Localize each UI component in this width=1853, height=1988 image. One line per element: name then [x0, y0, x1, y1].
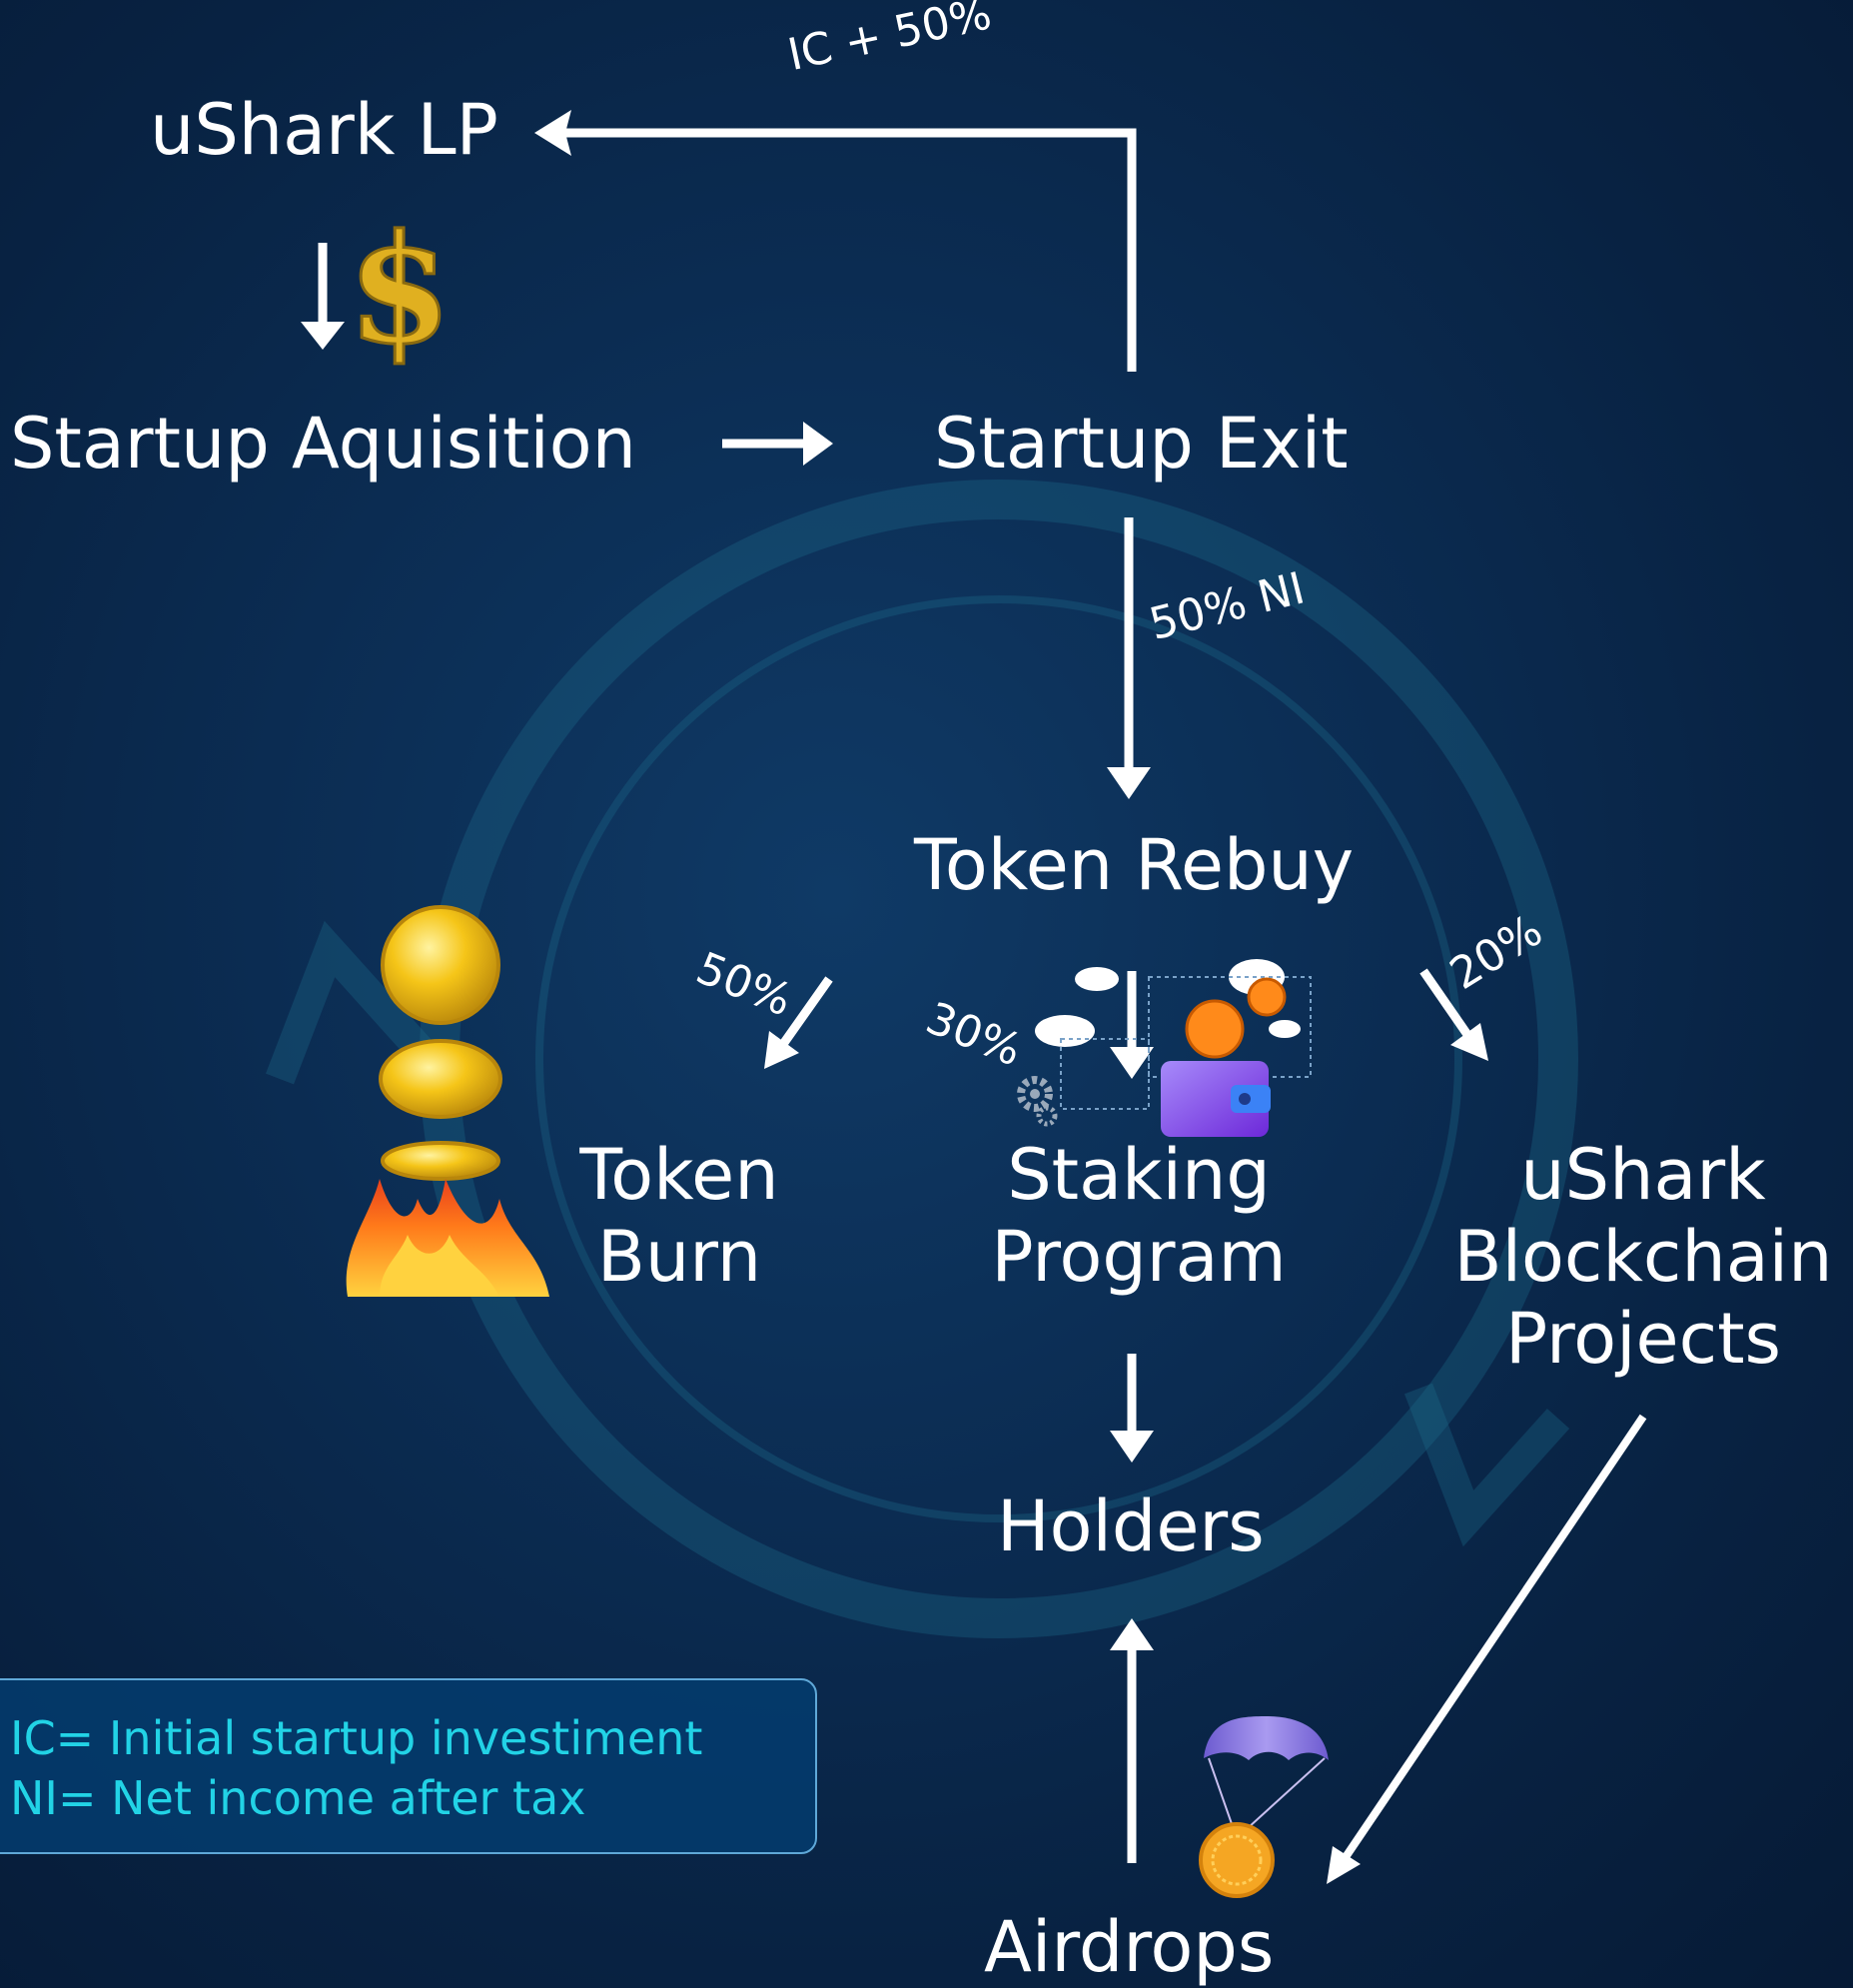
blockchain-line-2: Blockchain [1453, 1216, 1833, 1298]
node-staking-program: Staking Program [974, 1134, 1304, 1298]
gear-icon [1017, 1076, 1058, 1127]
flame-icon [346, 1179, 549, 1297]
node-ushark-blockchain-projects: uShark Blockchain Projects [1438, 1134, 1848, 1380]
svg-text:$: $ [348, 202, 452, 378]
node-startup-acquisition: Startup Aquisition [10, 403, 636, 485]
coins-stack-icon [379, 905, 502, 1181]
staking-program-line-1: Staking [1007, 1134, 1271, 1216]
legend-ic: IC= Initial startup investiment [10, 1711, 703, 1765]
arrow-airdrops-to-holders [1110, 1618, 1154, 1863]
arrow-exit-to-rebuy [1107, 517, 1151, 799]
staking-program-line-2: Program [991, 1216, 1287, 1298]
parachute-coin-icon [1199, 1716, 1329, 1898]
blockchain-line-3: Projects [1505, 1298, 1781, 1380]
arrow-exit-to-lp [559, 128, 1137, 372]
node-airdrops: Airdrops [984, 1906, 1275, 1988]
arrow-lp-to-acquisition [301, 243, 345, 350]
node-token-rebuy: Token Rebuy [914, 824, 1355, 906]
node-ushark-lp: uShark LP [150, 89, 498, 171]
legend-ni: NI= Net income after tax [10, 1771, 586, 1825]
arrow-acquisition-to-exit [722, 422, 833, 466]
arrow-blockchain-to-airdrops [1327, 1414, 1647, 1884]
blockchain-line-1: uShark [1520, 1134, 1766, 1216]
node-token-burn: Token Burn [554, 1134, 804, 1298]
arrow-rebuy-to-blockchain [1419, 968, 1488, 1061]
node-holders: Holders [997, 1486, 1265, 1567]
arrow-rebuy-to-staking [1110, 971, 1154, 1079]
token-burn-line-1: Token [579, 1134, 779, 1216]
token-burn-line-2: Burn [596, 1216, 762, 1298]
legend-box: IC= Initial startup investiment NI= Net … [0, 1678, 817, 1854]
dollar-sign-icon: $ [346, 201, 453, 380]
arrow-rebuy-to-burn [764, 976, 833, 1069]
arrow-exit-to-lp-head [534, 110, 571, 156]
cloud-wallet-icon [1035, 959, 1312, 1137]
node-startup-exit: Startup Exit [934, 403, 1349, 485]
arrow-staking-to-holders [1110, 1354, 1154, 1463]
